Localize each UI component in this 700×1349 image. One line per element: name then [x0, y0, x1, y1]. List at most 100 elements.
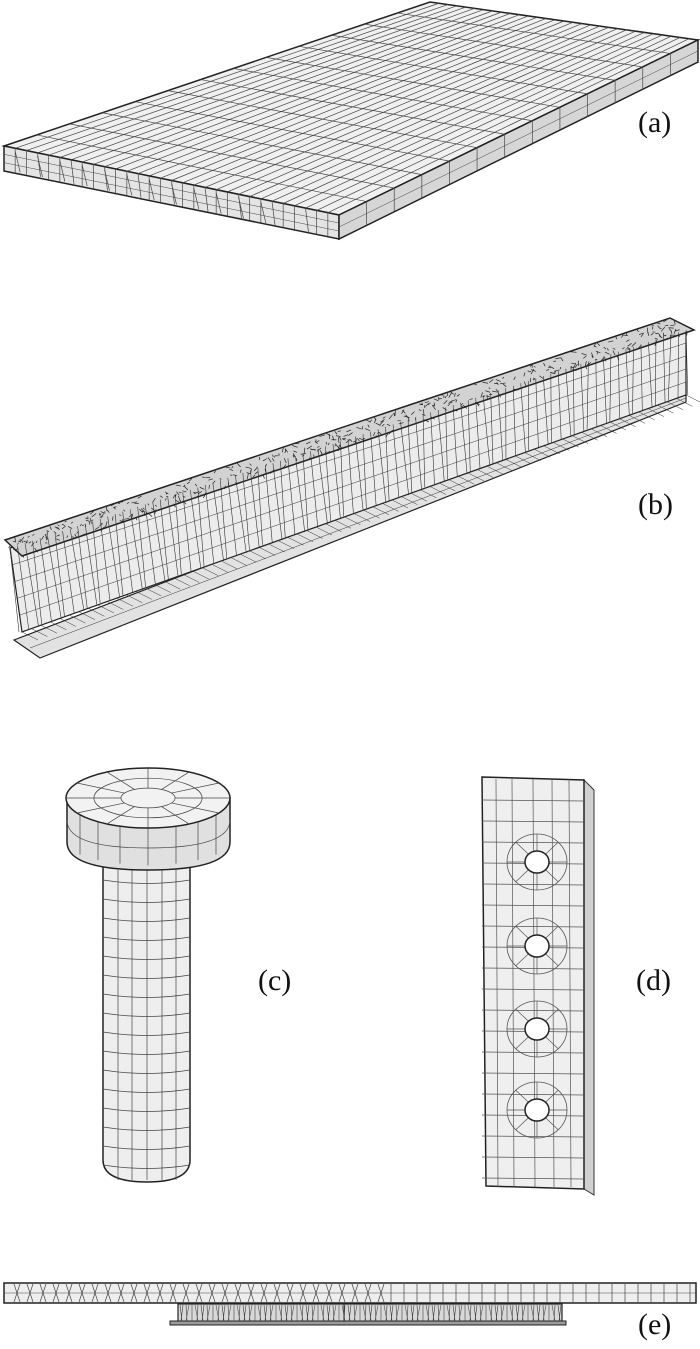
mesh-line: [448, 392, 453, 398]
mesh-line: [300, 453, 307, 455]
mesh-line: [92, 521, 101, 604]
mesh-line: [264, 468, 267, 474]
mesh-line: [418, 409, 422, 411]
mesh-line: [467, 472, 484, 482]
mesh-line: [326, 1304, 330, 1322]
mesh-line: [197, 487, 205, 567]
mesh-line: [164, 580, 181, 590]
mesh-line: [621, 334, 624, 338]
mesh-line: [308, 457, 312, 460]
mesh-line: [14, 151, 21, 173]
mesh-line: [495, 388, 499, 393]
mesh-line: [448, 402, 453, 404]
mesh-line: [272, 454, 274, 458]
mesh-line: [475, 401, 480, 407]
mesh-line: [416, 1304, 421, 1322]
mesh-line: [529, 363, 534, 367]
mesh-line: [520, 383, 526, 453]
mesh-line: [31, 628, 48, 637]
mesh-line: [236, 1304, 241, 1322]
mesh-line: [192, 570, 209, 580]
mesh-line: [374, 1304, 379, 1322]
mesh-line: [673, 320, 676, 325]
mesh-line: [467, 1304, 472, 1322]
mesh-line: [346, 429, 352, 433]
mesh-line: [107, 516, 121, 598]
mesh-line: [545, 1036, 559, 1050]
mesh-line: [448, 479, 465, 488]
mesh-line: [532, 1304, 535, 1322]
mesh-line: [385, 426, 390, 501]
mesh-line: [35, 540, 38, 544]
mesh-line: [619, 418, 636, 427]
mesh-line: [77, 526, 88, 609]
mesh-line: [389, 1304, 393, 1322]
mesh-line: [165, 498, 167, 501]
mesh-line: [144, 512, 148, 516]
mesh-line: [78, 611, 96, 620]
mesh-line: [332, 435, 335, 440]
mesh-line: [638, 411, 655, 421]
mesh-line: [338, 437, 340, 444]
mesh-line: [102, 1088, 191, 1093]
mesh-line: [102, 974, 191, 979]
mesh-line: [236, 462, 241, 468]
mesh-line: [479, 1304, 484, 1322]
mesh-line: [481, 1177, 585, 1180]
mesh-line: [523, 381, 527, 386]
mesh-line: [266, 57, 560, 108]
mesh-line: [149, 18, 547, 177]
mesh-line: [227, 1304, 230, 1322]
mesh-line: [238, 28, 618, 195]
mesh-line: [271, 457, 275, 462]
mesh-line: [481, 988, 585, 991]
mesh-line: [638, 332, 644, 335]
mesh-line: [292, 454, 296, 458]
mesh-line: [481, 841, 585, 844]
figure-label-a: (a): [638, 106, 672, 139]
mesh-line: [70, 159, 75, 184]
mesh-line: [479, 1304, 482, 1322]
mesh-line: [480, 392, 483, 398]
mesh-line: [252, 474, 256, 478]
mesh-line: [663, 319, 667, 323]
mesh-line: [551, 1304, 556, 1322]
mesh-line: [353, 1304, 358, 1322]
mesh-line: [37, 155, 43, 177]
mesh-line: [543, 445, 560, 455]
mesh-line: [481, 820, 585, 823]
mesh-line: [101, 513, 104, 518]
mesh-line: [141, 510, 146, 513]
mesh-line: [531, 369, 537, 372]
mesh-line: [380, 419, 385, 423]
mesh-line: [147, 503, 150, 506]
mesh-line: [515, 1304, 519, 1322]
mesh-line: [685, 329, 689, 396]
mesh-line: [410, 492, 428, 502]
mesh-line: [505, 459, 522, 468]
mesh-line: [515, 1008, 529, 1022]
mesh-line: [657, 325, 660, 327]
mesh-line: [126, 594, 143, 603]
mesh-line: [36, 134, 367, 202]
mesh-line: [651, 324, 654, 327]
mesh-line: [533, 377, 536, 381]
mesh-line: [17, 545, 30, 630]
mesh-line: [90, 510, 95, 515]
mesh-line: [50, 621, 67, 631]
mesh-line: [305, 35, 672, 209]
mesh-line: [290, 1304, 295, 1322]
mesh-line: [27, 536, 30, 538]
mesh-line: [182, 500, 187, 505]
mesh-line: [24, 543, 39, 627]
mesh-line: [596, 342, 600, 346]
mesh-line: [99, 518, 111, 601]
mesh-line: [230, 474, 233, 476]
bolt-hole: [524, 1017, 550, 1041]
figure-label-c: (c): [258, 964, 292, 997]
stud-shank: [102, 841, 191, 1183]
mesh-line: [285, 1304, 289, 1322]
mesh-line: [94, 526, 100, 530]
mesh-line: [123, 509, 126, 512]
